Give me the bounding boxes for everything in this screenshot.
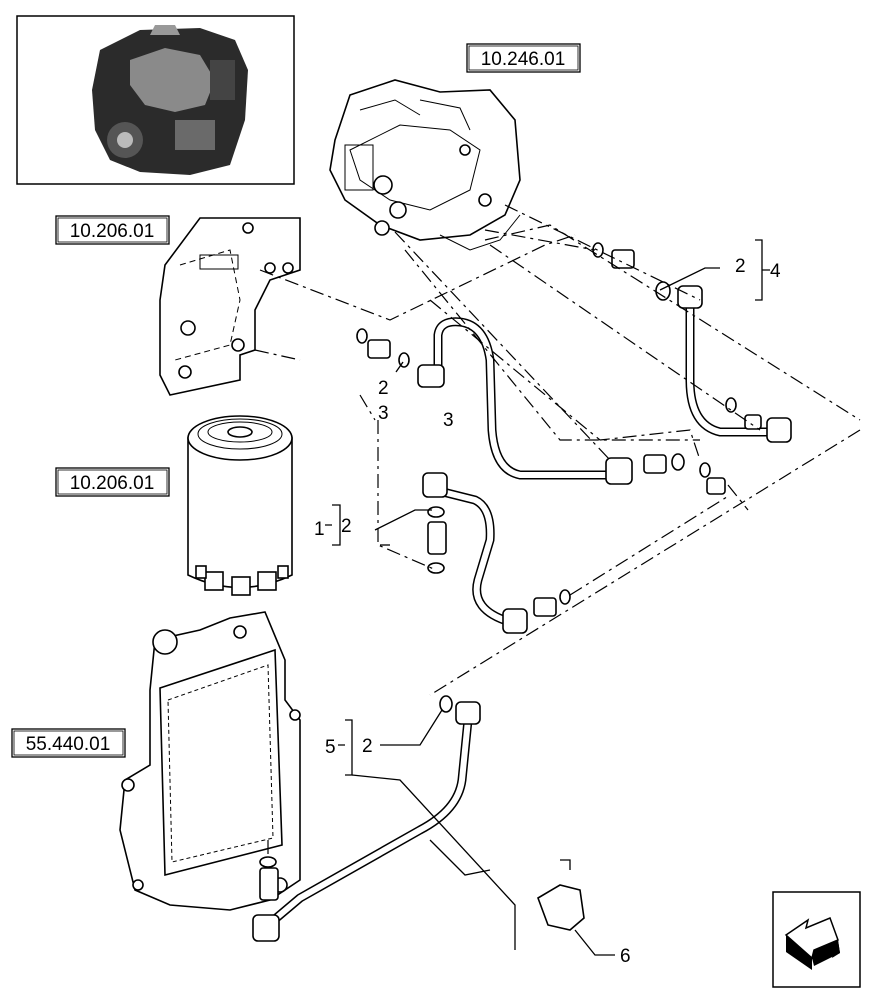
ref-box-cooler[interactable]: 55.440.01 <box>11 728 126 758</box>
adapter-fittings <box>259 249 762 931</box>
pipe-fittings <box>252 285 792 942</box>
callout-washer-top: 2 <box>735 256 746 277</box>
callout-kit-1: 1 <box>314 519 325 540</box>
callout-kit-4: 4 <box>770 261 781 282</box>
navigation-arrow-button[interactable] <box>772 891 861 988</box>
ref-label-filter-bracket: 10.206.01 <box>70 221 155 242</box>
ref-label-cooler: 55.440.01 <box>26 734 111 755</box>
fuel-pipe-3 <box>433 317 625 480</box>
leader-lines <box>325 239 770 956</box>
cooler-frame <box>119 611 301 911</box>
filter-bracket <box>159 217 301 396</box>
sealing-washers <box>259 242 737 868</box>
callout-pipe-3-lower: 3 <box>443 410 454 431</box>
callout-kit-5: 5 <box>325 737 336 758</box>
ref-box-filter-bracket[interactable]: 10.206.01 <box>55 215 170 245</box>
callout-washer-kit1: 2 <box>341 516 352 537</box>
assembly-lines <box>254 204 861 858</box>
fuel-filter-cartridge <box>187 415 293 596</box>
fuel-pipe-1 <box>430 485 515 627</box>
ref-box-injection-pump[interactable]: 10.246.01 <box>466 43 581 73</box>
navigation-arrow-icon <box>784 917 840 970</box>
engine-thumbnail <box>16 15 295 185</box>
injection-pump <box>329 79 521 251</box>
callout-plug-6: 6 <box>620 946 631 967</box>
ref-label-fuel-filter: 10.206.01 <box>70 473 155 494</box>
fuel-pipe-5 <box>263 715 473 930</box>
callout-washer-kit5: 2 <box>362 736 373 757</box>
ref-box-fuel-filter[interactable]: 10.206.01 <box>55 467 170 497</box>
ref-label-injection-pump: 10.246.01 <box>481 49 566 70</box>
callout-washer-mid: 2 <box>378 378 389 399</box>
fuel-pipe-4 <box>685 300 780 437</box>
engine-thumbnail-icon <box>92 25 248 175</box>
callout-pipe-3-upper: 3 <box>378 403 389 424</box>
callouts: 2 4 2 3 3 2 1 2 5 6 <box>314 256 781 967</box>
